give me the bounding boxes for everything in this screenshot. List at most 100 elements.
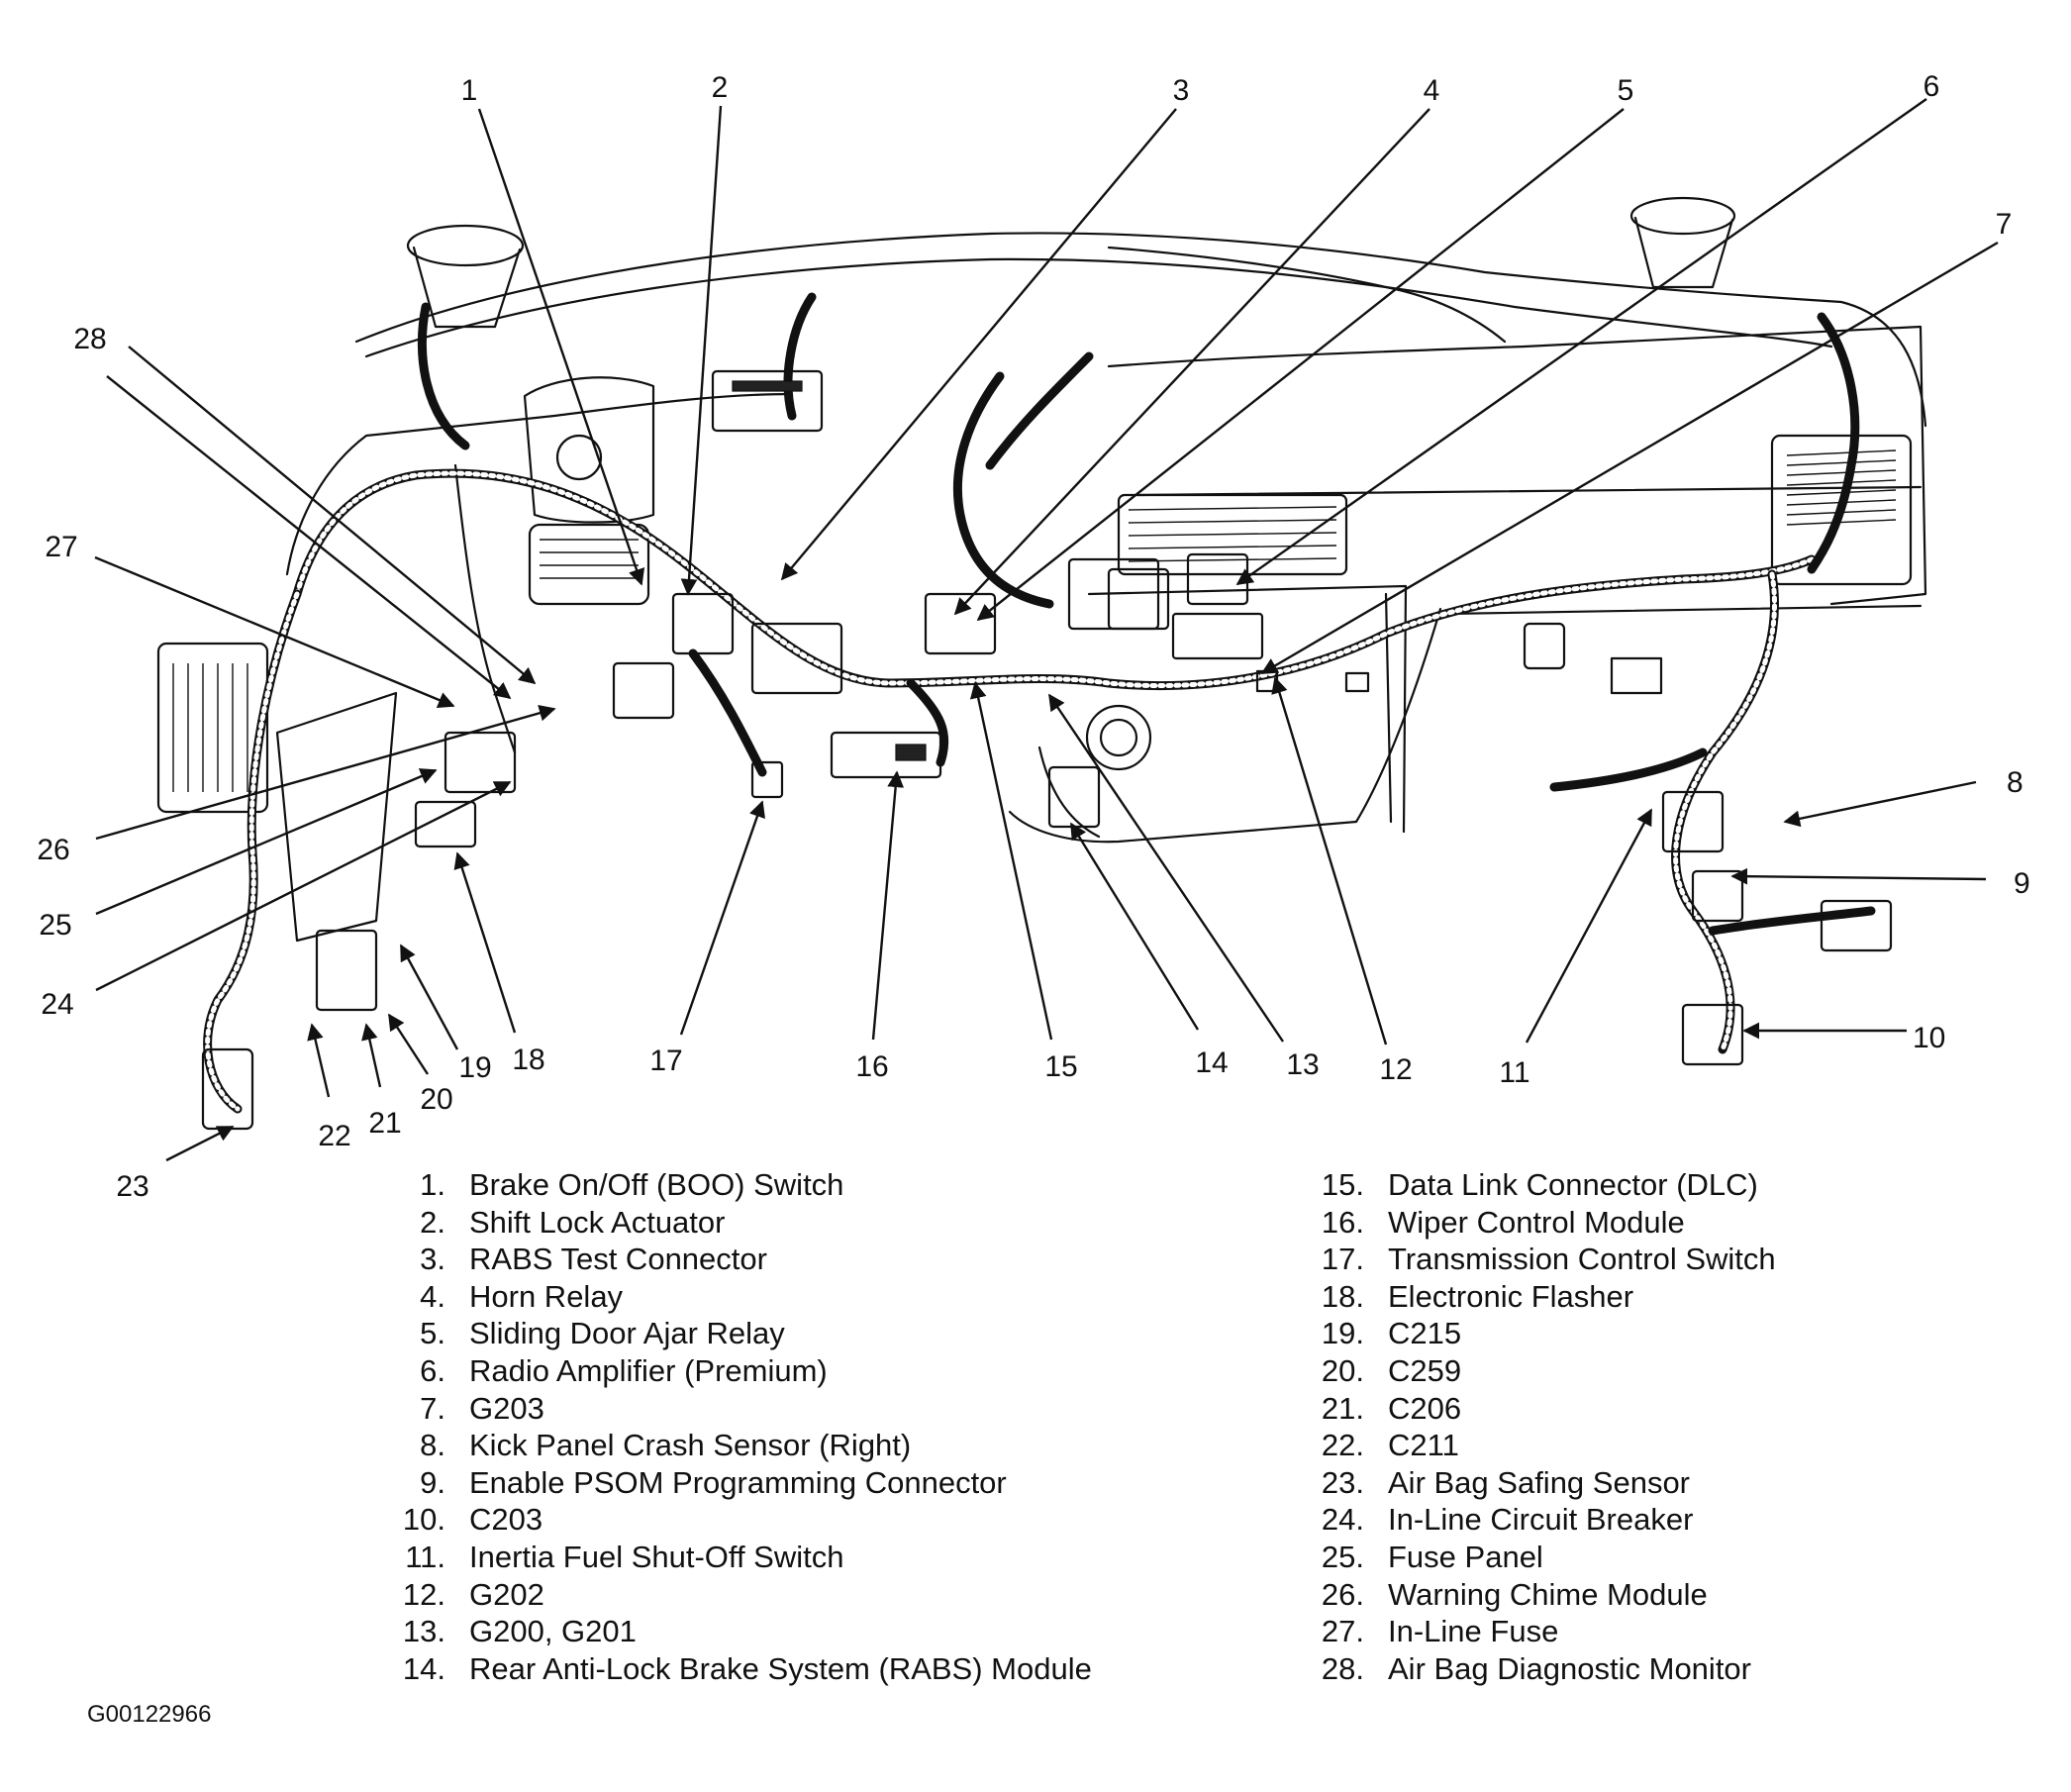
legend-item-label: Warning Chime Module xyxy=(1388,1576,1708,1612)
legend-item: 21. C206 xyxy=(1295,1390,1776,1428)
legend-item-number: 15. xyxy=(1321,1167,1364,1202)
callout-16: 16 xyxy=(855,1050,888,1083)
legend-item: 11. Inertia Fuel Shut-Off Switch xyxy=(376,1539,1092,1576)
legend-item-label: Shift Lock Actuator xyxy=(469,1204,726,1240)
legend-item-label: Fuse Panel xyxy=(1388,1539,1543,1574)
legend-item-label: G202 xyxy=(469,1576,544,1612)
legend-item-label: RABS Test Connector xyxy=(469,1242,767,1277)
legend-item-label: Data Link Connector (DLC) xyxy=(1388,1167,1758,1202)
legend-item: 13.G200, G201 xyxy=(376,1613,1092,1650)
legend-item-label: C215 xyxy=(1388,1316,1462,1351)
callout-5: 5 xyxy=(1618,74,1634,107)
legend-item: 6.Radio Amplifier (Premium) xyxy=(376,1352,1092,1390)
legend-item: 17. Transmission Control Switch xyxy=(1295,1241,1776,1278)
callout-numbers: 1 2 3 4 5 6 7 8 9 10 11 12 13 14 15 16 1… xyxy=(37,70,2029,1203)
legend-item: 9. Enable PSOM Programming Connector xyxy=(376,1464,1092,1502)
legend-item-number: 2. xyxy=(420,1204,445,1240)
legend-item-label: Inertia Fuel Shut-Off Switch xyxy=(469,1539,844,1574)
legend-item-number: 17. xyxy=(1321,1242,1364,1277)
legend-item-number: 18. xyxy=(1321,1278,1364,1314)
legend-item: 2. Shift Lock Actuator xyxy=(376,1204,1092,1242)
legend-item-label: Transmission Control Switch xyxy=(1388,1242,1776,1277)
legend-item-label: Air Bag Diagnostic Monitor xyxy=(1388,1650,1751,1686)
callout-25: 25 xyxy=(39,909,71,942)
legend-item: 23.Air Bag Safing Sensor xyxy=(1295,1464,1776,1502)
legend-item: 27. In-Line Fuse xyxy=(1295,1613,1776,1650)
legend-item: 24. In-Line Circuit Breaker xyxy=(1295,1501,1776,1539)
legend-item-label: G203 xyxy=(469,1390,544,1426)
callout-14: 14 xyxy=(1195,1046,1228,1079)
callout-7: 7 xyxy=(1996,208,2013,241)
legend-item-number: 19. xyxy=(1321,1316,1364,1351)
legend-item: 3.RABS Test Connector xyxy=(376,1241,1092,1278)
callout-8: 8 xyxy=(2007,766,2023,799)
legend-item-number: 27. xyxy=(1321,1614,1364,1649)
callout-11: 11 xyxy=(1499,1056,1529,1089)
figure-id: G00122966 xyxy=(87,1701,212,1728)
legend-item: 19. C215 xyxy=(1295,1315,1776,1352)
legend-item-number: 7. xyxy=(420,1390,445,1426)
legend-item: 26.Warning Chime Module xyxy=(1295,1576,1776,1614)
callout-24: 24 xyxy=(41,988,73,1021)
legend-item-label: C203 xyxy=(469,1502,543,1538)
legend-item-label: Brake On/Off (BOO) Switch xyxy=(469,1167,844,1202)
legend-item-label: In-Line Fuse xyxy=(1388,1614,1559,1649)
legend-item: 12. G202 xyxy=(376,1576,1092,1614)
callout-19: 19 xyxy=(458,1051,491,1084)
legend-item: 15. Data Link Connector (DLC) xyxy=(1295,1166,1776,1204)
legend-item-label: C211 xyxy=(1388,1428,1459,1463)
legend-item-number: 5. xyxy=(420,1316,445,1351)
legend-item-number: 11. xyxy=(405,1539,445,1574)
callout-1: 1 xyxy=(461,74,478,107)
legend-item: 28. Air Bag Diagnostic Monitor xyxy=(1295,1650,1776,1688)
legend-item: 18. Electronic Flasher xyxy=(1295,1278,1776,1316)
legend-item-number: 22. xyxy=(1321,1428,1364,1463)
legend-item-number: 4. xyxy=(420,1278,445,1314)
legend-item-label: Radio Amplifier (Premium) xyxy=(469,1352,828,1388)
legend-item-number: 20. xyxy=(1321,1352,1364,1388)
legend-item-number: 24. xyxy=(1321,1502,1364,1538)
legend-item-number: 16. xyxy=(1321,1204,1364,1240)
legend-item-label: Horn Relay xyxy=(469,1278,624,1314)
legend-item: 20. C259 xyxy=(1295,1352,1776,1390)
callout-23: 23 xyxy=(116,1170,148,1203)
legend-item-number: 12. xyxy=(402,1576,445,1612)
legend-item-label: In-Line Circuit Breaker xyxy=(1388,1502,1694,1538)
callout-10: 10 xyxy=(1913,1022,1945,1054)
legend-item-label: C206 xyxy=(1388,1390,1462,1426)
legend-item: 7. G203 xyxy=(376,1390,1092,1428)
legend-item-label: Kick Panel Crash Sensor (Right) xyxy=(469,1428,912,1463)
legend-item: 14.Rear Anti-Lock Brake System (RABS) Mo… xyxy=(376,1650,1092,1688)
callout-9: 9 xyxy=(2014,867,2030,900)
legend-item-number: 8. xyxy=(420,1428,445,1463)
legend-item-label: Electronic Flasher xyxy=(1388,1278,1634,1314)
dashboard-illustration xyxy=(156,196,1927,1131)
callout-3: 3 xyxy=(1173,74,1190,107)
legend-item-number: 28. xyxy=(1321,1650,1364,1686)
leader-lines xyxy=(94,98,1999,1162)
legend-item-number: 9. xyxy=(420,1464,445,1500)
legend-item-label: Rear Anti-Lock Brake System (RABS) Modul… xyxy=(469,1650,1092,1686)
legend-item: 16. Wiper Control Module xyxy=(1295,1204,1776,1242)
legend-item-label: Enable PSOM Programming Connector xyxy=(469,1464,1007,1500)
legend-left: 1. Brake On/Off (BOO) Switch 2. Shift Lock … xyxy=(376,1166,1092,1687)
legend-item-number: 21. xyxy=(1321,1390,1364,1426)
legend-item: 8. Kick Panel Crash Sensor (Right) xyxy=(376,1427,1092,1464)
legend-item-number: 1. xyxy=(420,1167,445,1202)
callout-27: 27 xyxy=(45,531,77,563)
legend-item-number: 13. xyxy=(402,1614,445,1649)
callout-2: 2 xyxy=(712,71,729,104)
legend-item-number: 23. xyxy=(1321,1464,1364,1500)
legend-item: 4. Horn Relay xyxy=(376,1278,1092,1316)
callout-6: 6 xyxy=(1923,70,1940,103)
callout-17: 17 xyxy=(649,1045,682,1077)
callout-15: 15 xyxy=(1044,1050,1077,1083)
callout-18: 18 xyxy=(512,1044,544,1076)
callout-12: 12 xyxy=(1379,1053,1412,1086)
legend-item-label: Sliding Door Ajar Relay xyxy=(469,1316,785,1351)
callout-22: 22 xyxy=(318,1120,350,1152)
callout-26: 26 xyxy=(37,834,69,866)
legend-item-label: C259 xyxy=(1388,1352,1462,1388)
legend-item-label: Wiper Control Module xyxy=(1388,1204,1685,1240)
legend-item: 10.C203 xyxy=(376,1501,1092,1539)
